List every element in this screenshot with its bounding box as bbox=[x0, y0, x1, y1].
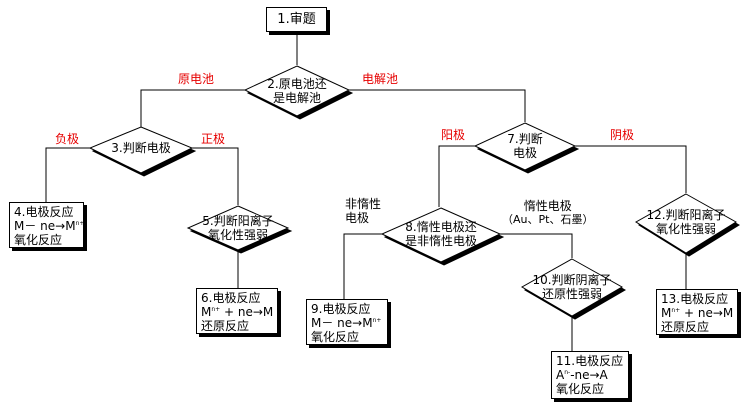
step-1-box: 1.审题 bbox=[266, 7, 327, 32]
step-13-line1: 13.电极反应 bbox=[661, 292, 729, 306]
decision-3-label: 3.判断电极 bbox=[111, 141, 171, 155]
step-13-eq-main: M bbox=[661, 306, 672, 320]
step-4-eq-main: M－ ne→M bbox=[14, 219, 76, 233]
decision-8-line2: 是非惰性电极 bbox=[404, 234, 477, 248]
decision-12-line1: 12.判断阳离子 bbox=[646, 208, 726, 222]
decision-5-line2: 氧化性强弱 bbox=[207, 228, 268, 242]
step-4-eq-sup: n+ bbox=[75, 220, 85, 227]
edge-label-primary-cell: 原电池 bbox=[178, 72, 215, 86]
edge-label-cathode: 阴极 bbox=[610, 128, 635, 142]
step-11-eq-rest: -ne→A bbox=[570, 368, 608, 382]
edge-label-positive: 正极 bbox=[201, 132, 226, 146]
step-4-equation: M－ ne→Mn+ bbox=[14, 219, 84, 233]
edge-label-inert: 惰性电极 （Au、Pt、石墨） bbox=[502, 199, 593, 227]
step-9-line1: 9.电极反应 bbox=[311, 302, 371, 316]
step-9-line3: 氧化反应 bbox=[311, 330, 360, 344]
decision-12-text: 12.判断阳离子 氧化性强弱 bbox=[636, 208, 736, 236]
step-13-eq-sup: n+ bbox=[671, 307, 681, 314]
step-11-equation: An--ne→A bbox=[556, 368, 624, 382]
decision-8-shape bbox=[380, 207, 502, 263]
step-11-line3: 氧化反应 bbox=[556, 382, 605, 396]
step-4-box: 4.电极反应 M－ ne→Mn+ 氧化反应 bbox=[9, 202, 84, 248]
decision-7-shape bbox=[473, 122, 577, 171]
step-13-line3: 还原反应 bbox=[661, 320, 710, 334]
decision-10-text: 10.判断阴离子 还原性强弱 bbox=[522, 273, 622, 301]
decision-8-line1: 8.惰性电极还 bbox=[405, 220, 477, 234]
edge-label-non-inert-line1: 非惰性 bbox=[345, 197, 382, 211]
edge-label-anode: 阳极 bbox=[441, 128, 466, 142]
decision-7-line2: 电极 bbox=[512, 146, 537, 160]
step-9-eq-sup: n+ bbox=[372, 317, 382, 324]
decision-5-line1: 5.判断阳离子 bbox=[202, 214, 274, 228]
decision-3-text: 3.判断电极 bbox=[101, 141, 181, 155]
edge-label-non-inert: 非惰性 电极 bbox=[345, 197, 381, 225]
edge-label-inert-line1: 惰性电极 bbox=[523, 199, 572, 213]
decision-10-line2: 还原性强弱 bbox=[541, 287, 602, 301]
edge-label-non-inert-line2: 电极 bbox=[345, 211, 370, 225]
connectors bbox=[45, 32, 687, 351]
step-6-line1: 6.电极反应 bbox=[201, 291, 261, 305]
decision-8-text: 8.惰性电极还 是非惰性电极 bbox=[391, 220, 491, 248]
step-6-box: 6.电极反应 Mn+ + ne→M 还原反应 bbox=[196, 288, 278, 334]
step-4-line1: 4.电极反应 bbox=[14, 205, 74, 219]
edge-label-inert-line2: （Au、Pt、石墨） bbox=[502, 213, 594, 226]
decision-2-line1: 2.原电池还 bbox=[267, 77, 327, 91]
step-11-line1: 11.电极反应 bbox=[556, 354, 624, 368]
decision-10-shape bbox=[520, 258, 624, 317]
step-9-box: 9.电极反应 M－ ne→Mn+ 氧化反应 bbox=[306, 299, 388, 345]
decision-12-line2: 氧化性强弱 bbox=[655, 222, 716, 236]
edge-label-negative: 负极 bbox=[55, 132, 80, 146]
step-6-eq-main: M bbox=[201, 305, 212, 319]
decision-2-line2: 是电解池 bbox=[272, 91, 321, 105]
step-1-label: 1.审题 bbox=[277, 12, 316, 27]
decision-3-shape bbox=[88, 126, 194, 174]
decision-shapes bbox=[88, 65, 737, 317]
step-11-eq-main: A bbox=[556, 368, 565, 382]
edge-label-electrolytic-cell: 电解池 bbox=[362, 72, 399, 86]
step-13-equation: Mn+ + ne→M bbox=[661, 306, 733, 320]
step-11-eq-sup: n- bbox=[564, 369, 571, 376]
decision-7-line1: 7.判断 bbox=[507, 132, 543, 146]
decision-10-line1: 10.判断阴离子 bbox=[532, 273, 612, 287]
decision-5-shape bbox=[186, 205, 290, 251]
decision-2-text: 2.原电池还 是电解池 bbox=[257, 77, 337, 105]
step-9-equation: M－ ne→Mn+ bbox=[311, 316, 383, 330]
step-4-line3: 氧化反应 bbox=[14, 233, 63, 247]
step-6-eq-sup: n+ bbox=[211, 306, 221, 313]
decision-7-text: 7.判断 电极 bbox=[495, 132, 555, 160]
decision-12-shape bbox=[635, 193, 737, 254]
step-6-equation: Mn+ + ne→M bbox=[201, 305, 273, 319]
step-13-box: 13.电极反应 Mn+ + ne→M 还原反应 bbox=[656, 289, 738, 335]
step-13-eq-rest: + ne→M bbox=[680, 306, 734, 320]
decision-5-text: 5.判断阳离子 氧化性强弱 bbox=[190, 214, 286, 242]
step-6-line3: 还原反应 bbox=[201, 319, 250, 333]
decision-2-shape bbox=[243, 65, 351, 117]
step-6-eq-rest: + ne→M bbox=[220, 305, 274, 319]
step-11-box: 11.电极反应 An--ne→A 氧化反应 bbox=[551, 351, 629, 399]
step-9-eq-main: M－ ne→M bbox=[311, 316, 373, 330]
